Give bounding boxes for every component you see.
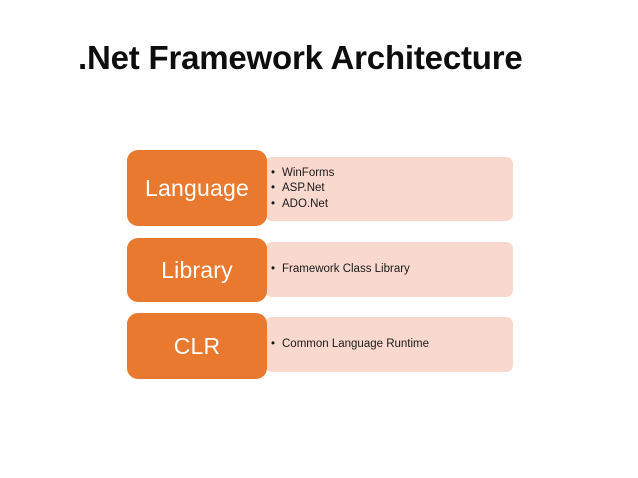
list-item: ADO.Net: [271, 197, 513, 213]
layer-label-library: Library: [161, 257, 233, 283]
bullet-list-clr: Common Language Runtime: [271, 337, 513, 353]
bullet-list-language: WinForms ASP.Net ADO.Net: [271, 166, 513, 213]
architecture-diagram: WinForms ASP.Net ADO.Net Language Framew…: [127, 150, 513, 382]
content-panel-language: WinForms ASP.Net ADO.Net: [265, 157, 513, 221]
layer-label-box-library[interactable]: Library: [127, 238, 267, 302]
list-item: ASP.Net: [271, 181, 513, 197]
list-item: Common Language Runtime: [271, 337, 513, 353]
layer-label-box-language[interactable]: Language: [127, 150, 267, 226]
content-panel-clr: Common Language Runtime: [265, 317, 513, 372]
diagram-row-library[interactable]: Framework Class Library Library: [127, 238, 513, 302]
layer-label-clr: CLR: [173, 333, 221, 359]
list-item: Framework Class Library: [271, 262, 513, 278]
layer-label-box-clr[interactable]: CLR: [127, 313, 267, 379]
bullet-list-library: Framework Class Library: [271, 262, 513, 278]
layer-label-language: Language: [145, 175, 249, 201]
list-item: WinForms: [271, 166, 513, 182]
page-title: .Net Framework Architecture: [78, 39, 523, 76]
content-panel-library: Framework Class Library: [265, 242, 513, 297]
diagram-row-clr[interactable]: Common Language Runtime CLR: [127, 313, 513, 379]
diagram-row-language[interactable]: WinForms ASP.Net ADO.Net Language: [127, 150, 513, 226]
